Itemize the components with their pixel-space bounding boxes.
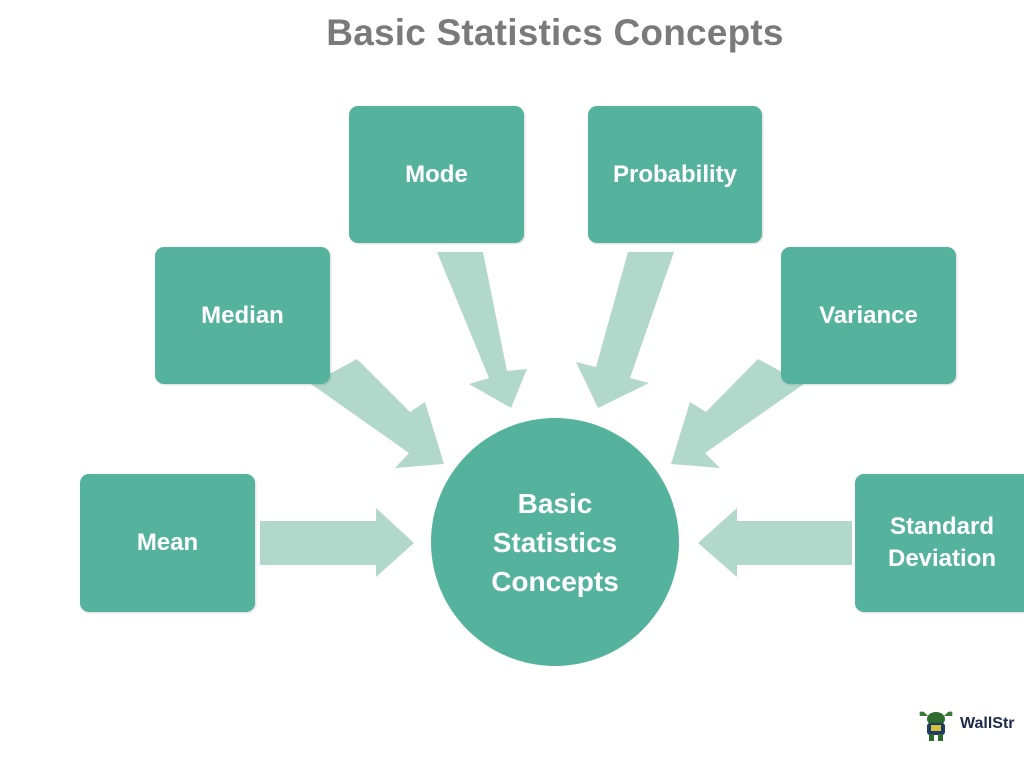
bull-icon: [919, 711, 953, 741]
node-standard-deviation-label-line1: Standard: [889, 513, 994, 540]
node-median-label: Median: [201, 301, 284, 329]
node-variance: Variance: [781, 247, 956, 384]
node-probability-label: Probability: [612, 160, 738, 188]
arrow-variance: [671, 359, 804, 468]
center-concept-circle: Basic Statistics Concepts: [431, 418, 679, 666]
node-mean: Mean: [80, 474, 255, 612]
node-probability: Probability: [588, 106, 762, 243]
node-variance-label: Variance: [819, 301, 918, 329]
node-mean-label: Mean: [136, 529, 199, 556]
node-mode-label: Mode: [405, 160, 468, 188]
page-title: Basic Statistics Concepts: [326, 12, 784, 53]
node-standard-deviation-label-line2: Deviation: [887, 545, 997, 572]
center-label-line1: Basic: [517, 487, 593, 519]
arrow-probability: [576, 252, 674, 408]
node-standard-deviation: Standard Deviation: [855, 474, 1024, 612]
arrow-standard-deviation: [698, 508, 852, 577]
arrow-mode: [437, 252, 527, 408]
center-label-line2: Statistics: [492, 526, 618, 558]
center-label-line3: Concepts: [491, 565, 619, 597]
node-median: Median: [155, 247, 330, 384]
arrow-median: [311, 359, 444, 468]
node-mode: Mode: [349, 106, 524, 243]
brand-logo-text: WallStr: [960, 715, 1015, 732]
arrow-mean: [260, 508, 414, 577]
brand-logo: WallStr: [916, 706, 1015, 742]
